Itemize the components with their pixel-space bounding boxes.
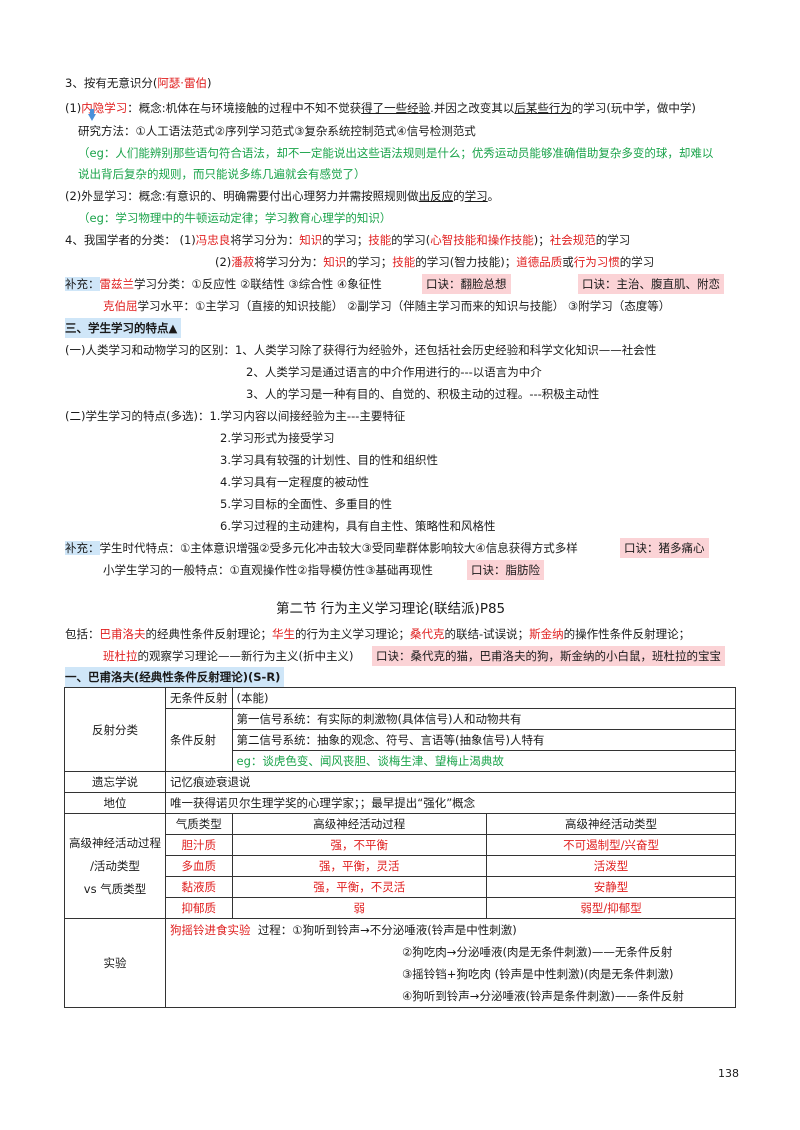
- mnemonic-badge: 口诀：猪多痛心: [620, 538, 709, 558]
- first-signal-system: 第一信号系统：有实际的刺激物(具体信号)人和动物共有: [231, 708, 736, 730]
- example-explicit: （eg：学习物理中的牛顿运动定律；学习教育心理学的知识）: [78, 211, 392, 225]
- supplement-kilpatrick: 克伯屈学习水平：①主学习（直接的知识技能） ②副学习（伴随主学习而来的知识与技能…: [103, 299, 671, 313]
- research-methods-line: 研究方法：①人工语法范式②序列学习范式③复杂系统控制范式④信号检测范式: [78, 124, 476, 138]
- signal-examples: eg：谈虎色变、闻风丧胆、谈梅生津、望梅止渴典故: [231, 750, 736, 772]
- mnemonic-badge: 口诀：桑代克的猫，巴甫洛夫的狗，斯金纳的小白鼠，班杜拉的宝宝: [372, 646, 725, 666]
- arrow-down-icon: [88, 109, 96, 121]
- reflex-class-label: 反射分类: [64, 687, 166, 772]
- mnemonic-badge: 口诀：翻脸总想: [422, 274, 511, 294]
- table-row: 多血质 强，平衡，灵活 活泼型: [65, 855, 736, 877]
- mnemonic-badge: 口诀：脂肪险: [467, 560, 544, 580]
- scholar-name: 阿瑟·雷伯: [157, 76, 207, 90]
- forgetting-label: 遗忘学说: [64, 771, 166, 793]
- student-feature-1: (二)学生学习的特点(多选)：1.学习内容以间接经验为主---主要特征: [65, 409, 406, 423]
- supplement-razran: 补充：雷兹兰学习分类：①反应性 ②联结性 ③综合性 ④象征性: [65, 277, 382, 291]
- experiment-label: 实验: [64, 918, 166, 1008]
- student-feature-2: 2.学习形式为接受学习: [220, 431, 335, 445]
- student-feature-3: 3.学习具有较强的计划性、目的性和组织性: [220, 453, 438, 467]
- example-implicit-2: 说出背后复杂的规则，而只能说多练几遍就会有感觉了）: [78, 167, 366, 181]
- table-row: 黏液质 强，平衡，不灵活 安静型: [65, 876, 736, 898]
- pavlov-table: 反射分类 无条件反射 (本能) 条件反射 第一信号系统：有实际的刺激物(具体信号…: [64, 687, 736, 1008]
- mnemonic-badge: 口诀：主治、腹直肌、附恋: [578, 274, 724, 294]
- supplement-student-era: 补充：学生时代特点：①主体意识增强②受多元化冲击较大③受同辈群体影响较大④信息获…: [65, 541, 578, 555]
- section-heading-student-learning: 三、学生学习的特点▲: [65, 318, 182, 338]
- student-feature-4: 4.学习具有一定程度的被动性: [220, 475, 369, 489]
- implicit-learning-line: (1)内隐学习：概念:机体在与环境接触的过程中不知不觉获得了一些经验.并因之改变…: [65, 101, 696, 115]
- heading-classification-by-consciousness: 3、按有无意识分(阿瑟·雷伯): [65, 76, 212, 90]
- bandura-line: 班杜拉的观察学习理论——新行为主义(折中主义): [103, 649, 354, 663]
- primary-student-features: 小学生学习的一般特点：①直观操作性②指导模仿性③基础再现性: [103, 563, 433, 577]
- section-title: 第二节 行为主义学习理论(联结派)P85: [276, 601, 506, 617]
- includes-line: 包括：巴甫洛夫的经典性条件反射理论；华生的行为主义学习理论；桑代克的联结-试误说…: [65, 627, 691, 641]
- status-label: 地位: [64, 792, 166, 814]
- chinese-scholars-line-1: 4、我国学者的分类： (1)冯忠良将学习分为：知识的学习；技能的学习(心智技能和…: [65, 233, 631, 247]
- nerve-activity-label: 高级神经活动过程 /活动类型 vs 气质类型: [64, 813, 166, 919]
- pavlov-heading: 一、巴甫洛夫(经典性条件反射理论)(S-R): [65, 667, 285, 687]
- chinese-scholars-line-2: (2)潘菽将学习分为：知识的学习；技能的学习(智力技能)；道德品质或行为习惯的学…: [215, 255, 655, 269]
- human-vs-animal-2: 2、人类学习是通过语言的中介作用进行的---以语言为中介: [246, 365, 542, 379]
- conditioned-label: 条件反射: [165, 708, 233, 772]
- human-vs-animal-3: 3、人的学习是一种有目的、自觉的、积极主动的过程。---积极主动性: [246, 387, 600, 401]
- unconditioned-label: 无条件反射: [165, 687, 233, 709]
- student-feature-6: 6.学习过程的主动建构，具有自主性、策略性和风格性: [220, 519, 496, 533]
- example-implicit-1: （eg：人们能辨别那些语句符合语法，却不一定能说出这些语法规则是什么；优秀运动员…: [78, 146, 714, 160]
- student-feature-5: 5.学习目标的全面性、多重目的性: [220, 497, 392, 511]
- page-number: 138: [718, 1067, 739, 1080]
- table-row: 胆汁质 强，不平衡 不可遏制型/兴奋型: [65, 834, 736, 856]
- human-vs-animal-1: (一)人类学习和动物学习的区别：1、人类学习除了获得行为经验外，还包括社会历史经…: [65, 343, 657, 357]
- explicit-learning-line: (2)外显学习：概念:有意识的、明确需要付出心理努力并需按照规则做出反应的学习。: [65, 189, 500, 203]
- experiment-name: 狗摇铃进食实验: [170, 923, 251, 937]
- table-row: 抑郁质 弱 弱型/抑郁型: [65, 897, 736, 919]
- second-signal-system: 第二信号系统：抽象的观念、符号、言语等(抽象信号)人特有: [231, 729, 736, 751]
